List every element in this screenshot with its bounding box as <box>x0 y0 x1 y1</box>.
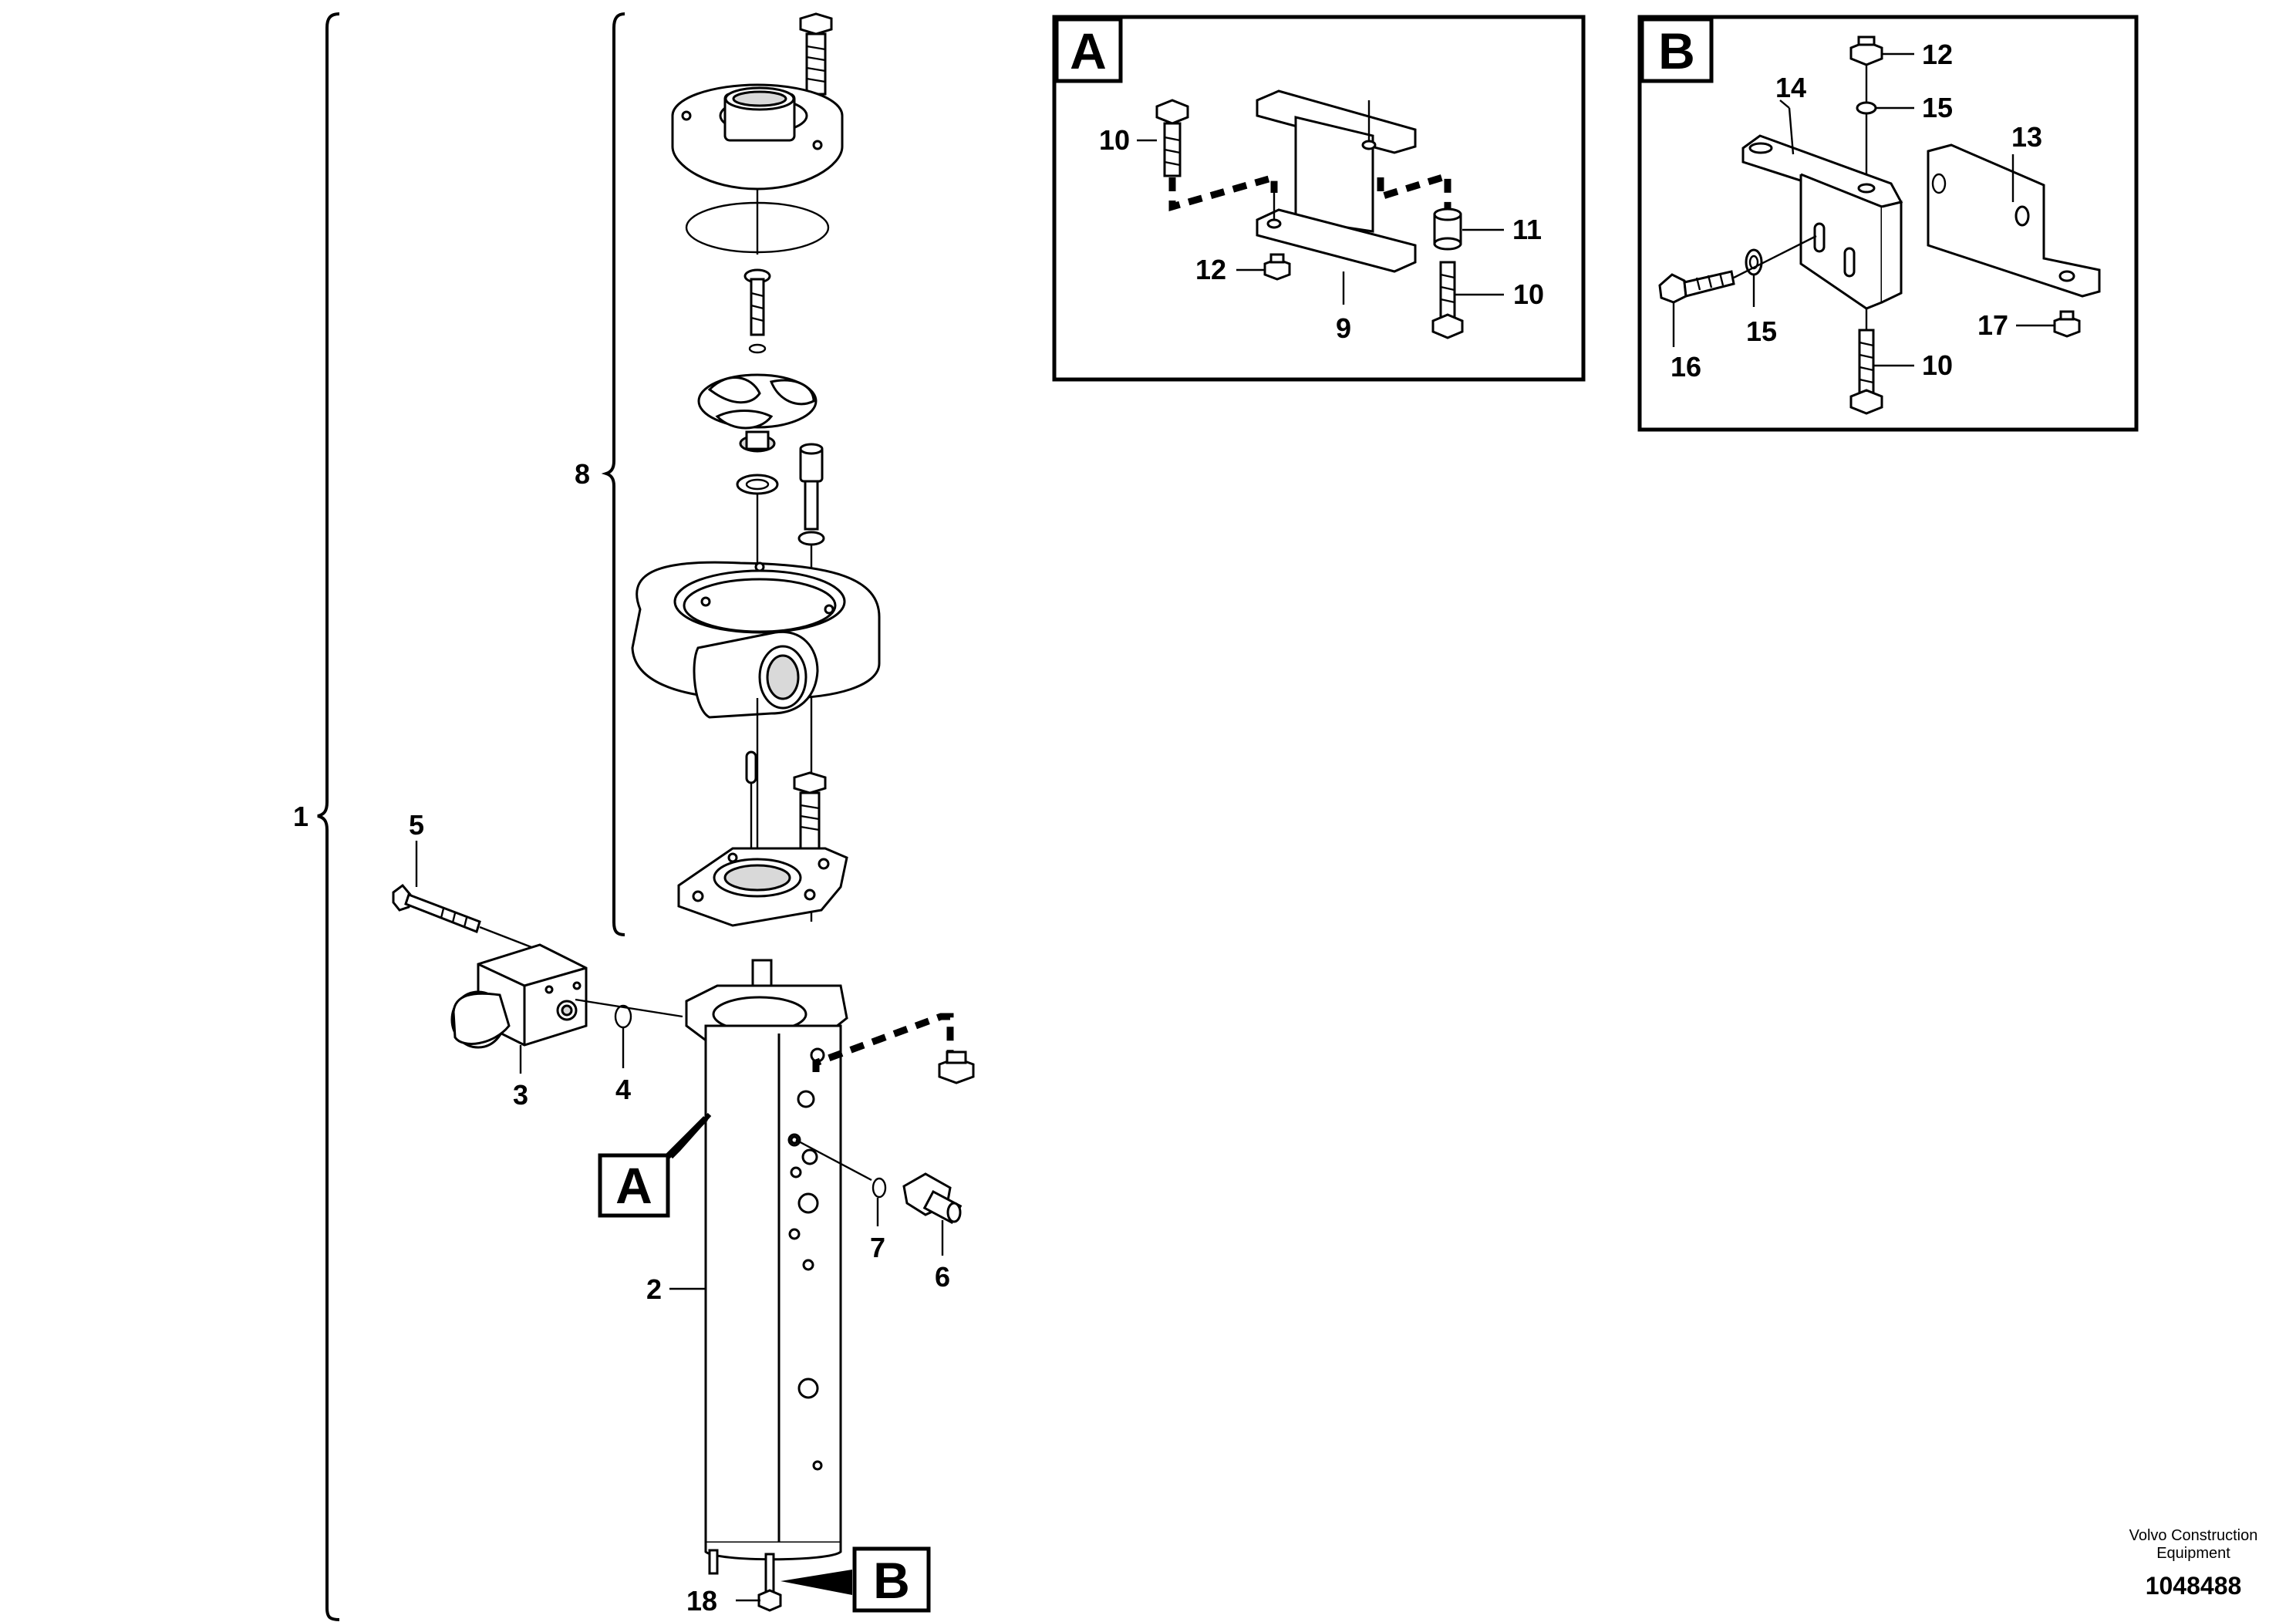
callout-a9: 9 <box>1336 312 1351 344</box>
pump-cover <box>671 83 844 191</box>
callout-b14: 14 <box>1775 72 1806 103</box>
volute-housing <box>631 561 881 887</box>
column-tube <box>685 984 848 1612</box>
credit-line-2: Equipment <box>2156 1545 2230 1562</box>
ref-a-label: A <box>615 1157 652 1214</box>
callout-8: 8 <box>575 458 590 490</box>
brace-assembly-8 <box>601 12 625 936</box>
callout-a11: 11 <box>1512 214 1542 245</box>
callout-6: 6 <box>935 1261 950 1293</box>
shaft-key <box>745 750 757 784</box>
brace-assembly-1 <box>317 12 340 1621</box>
detail-box-a: A 10 12 <box>1052 15 1586 382</box>
o-ring-small <box>614 1004 632 1029</box>
impeller <box>697 373 818 453</box>
callout-b15-top: 15 <box>1922 92 1953 123</box>
pump-flange-plate <box>677 847 848 927</box>
callout-a10-bottom: 10 <box>1513 278 1544 310</box>
valve-block <box>450 943 683 1049</box>
callout-1: 1 <box>293 801 308 832</box>
callout-a12: 12 <box>1195 254 1226 285</box>
callout-b10: 10 <box>1922 349 1953 381</box>
callout-b12: 12 <box>1922 39 1953 70</box>
callout-b17: 17 <box>1977 309 2008 341</box>
document-number: 1048488 <box>2146 1572 2242 1600</box>
callout-b13: 13 <box>2011 121 2042 153</box>
flange-bolt <box>793 771 827 850</box>
callout-b16: 16 <box>1671 351 1701 383</box>
temperature-sensor <box>795 1138 963 1224</box>
reference-marker-a: A <box>598 1112 712 1218</box>
leader-lines <box>415 841 944 1602</box>
publisher-credit: Volvo Construction Equipment 1048488 <box>2129 1527 2258 1600</box>
ref-b-label: B <box>873 1552 910 1609</box>
callout-7: 7 <box>870 1232 885 1263</box>
seal-washer <box>736 474 779 495</box>
callout-b15-bottom: 15 <box>1746 315 1777 347</box>
detail-b-label: B <box>1658 22 1695 79</box>
flange-nut <box>812 1013 975 1084</box>
callout-3: 3 <box>513 1079 528 1111</box>
detail-box-b: B <box>1637 15 2139 432</box>
reference-marker-b: B <box>781 1546 931 1613</box>
callout-4: 4 <box>615 1074 631 1105</box>
long-bolt <box>392 883 556 958</box>
impeller-screw <box>743 268 771 354</box>
credit-line-1: Volvo Construction <box>2129 1527 2258 1544</box>
callout-5: 5 <box>409 809 424 841</box>
callout-a10-top: 10 <box>1099 124 1130 156</box>
callout-18: 18 <box>686 1585 717 1617</box>
callout-2: 2 <box>646 1273 662 1305</box>
detail-a-label: A <box>1070 22 1107 79</box>
